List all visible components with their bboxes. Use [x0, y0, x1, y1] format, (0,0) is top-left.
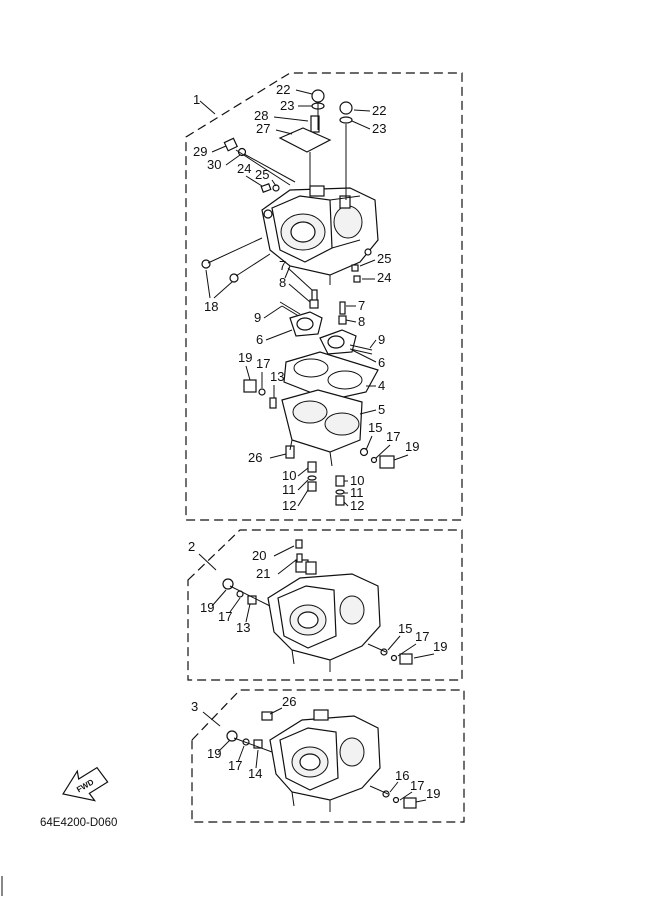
callout-5: 5	[378, 402, 385, 417]
assembly-3-callouts: 3 26 19 17 14 16 17 19	[191, 694, 440, 803]
callout-16: 16	[395, 768, 409, 783]
callout-22: 22	[372, 103, 386, 118]
callout-8: 8	[358, 314, 365, 329]
callout-7: 7	[279, 258, 286, 273]
callout-19: 19	[238, 350, 252, 365]
callout-8: 8	[279, 275, 286, 290]
callout-11: 11	[350, 485, 364, 500]
callout-11: 11	[282, 482, 296, 497]
assembly-2-frame	[187, 529, 463, 681]
callout-18: 18	[204, 299, 218, 314]
assembly-1-frame	[185, 72, 463, 521]
callout-13: 13	[236, 620, 250, 635]
callout-17: 17	[410, 778, 424, 793]
callout-26: 26	[282, 694, 296, 709]
callout-30: 30	[207, 157, 221, 172]
callout-12: 12	[282, 498, 296, 513]
top-fittings-1	[201, 89, 361, 283]
callout-23: 23	[280, 98, 294, 113]
callout-17: 17	[218, 609, 232, 624]
assembly-2-callouts: 2 20 21 19 17 13 15 17 19	[188, 539, 447, 659]
callout-15: 15	[368, 420, 382, 435]
fwd-arrow-icon: FWD	[62, 766, 109, 802]
assembly-3-frame	[191, 689, 465, 823]
callout-17: 17	[415, 629, 429, 644]
callout-9: 9	[254, 310, 261, 325]
callout-25: 25	[255, 167, 269, 182]
callout-14: 14	[248, 766, 262, 781]
callout-17: 17	[256, 356, 270, 371]
float-assembly-1	[243, 289, 395, 506]
callout-21: 21	[256, 566, 270, 581]
callout-4: 4	[378, 378, 385, 393]
callout-19: 19	[207, 746, 221, 761]
callout-26: 26	[248, 450, 262, 465]
callout-9: 9	[378, 332, 385, 347]
callout-19: 19	[426, 786, 440, 801]
drawing-code: 64E4200-D060	[40, 817, 117, 829]
callout-6: 6	[256, 332, 263, 347]
callout-15: 15	[398, 621, 412, 636]
carburetor-body-3	[226, 709, 417, 812]
callout-3: 3	[191, 699, 198, 714]
callout-7: 7	[358, 298, 365, 313]
callout-13: 13	[270, 369, 284, 384]
callout-24: 24	[237, 161, 251, 176]
callout-22: 22	[276, 82, 290, 97]
callout-28: 28	[254, 108, 268, 123]
callout-24: 24	[377, 270, 391, 285]
callout-19: 19	[405, 439, 419, 454]
callout-2: 2	[188, 539, 195, 554]
callout-6: 6	[378, 355, 385, 370]
callout-19: 19	[433, 639, 447, 654]
callout-29: 29	[193, 144, 207, 159]
callout-27: 27	[256, 121, 270, 136]
assembly-1-callouts: 1 22 23 22 23 28 27 29 30 24 25 25 24 18…	[193, 82, 419, 513]
callout-19: 19	[200, 600, 214, 615]
callout-17: 17	[228, 758, 242, 773]
callout-10: 10	[282, 468, 296, 483]
callout-23: 23	[372, 121, 386, 136]
callout-1: 1	[193, 92, 200, 107]
carburetor-body-1	[261, 185, 379, 285]
carburetor-body-2	[222, 539, 413, 672]
callout-17: 17	[386, 429, 400, 444]
callout-10: 10	[350, 473, 364, 488]
callout-12: 12	[350, 498, 364, 513]
callout-20: 20	[252, 548, 266, 563]
callout-25: 25	[377, 251, 391, 266]
